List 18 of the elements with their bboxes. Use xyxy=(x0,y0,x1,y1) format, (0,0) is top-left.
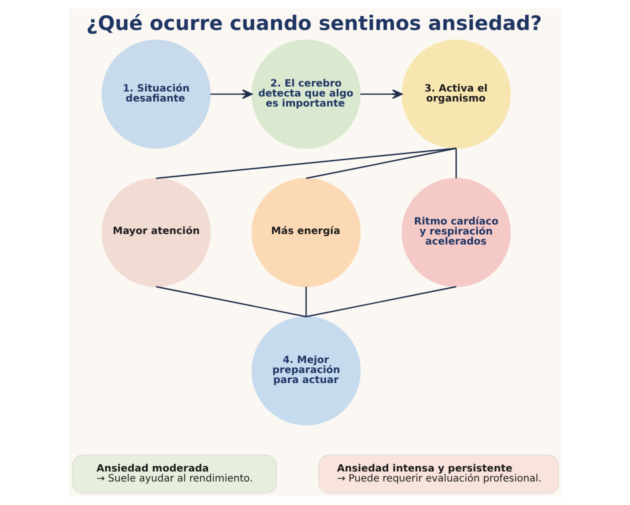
diagram-title: ¿Qué ocurre cuando sentimos ansiedad? xyxy=(86,11,542,36)
connector xyxy=(454,148,456,178)
node-box: Ansiedad intensa y persistente → Puede requerir evaluación profesional. xyxy=(318,454,559,494)
node-circle: Ritmo cardíaco y respiración acelerados xyxy=(401,178,510,288)
node-circle: 4. Mejor preparación para actuar xyxy=(251,316,360,426)
node-circle: Mayor atención xyxy=(101,178,210,288)
connector xyxy=(304,286,306,317)
connector xyxy=(155,286,306,318)
node-circle: 1. Situación desafiante xyxy=(101,40,210,149)
connector xyxy=(156,148,456,179)
arrow xyxy=(360,89,402,99)
arrow xyxy=(210,89,252,99)
connector xyxy=(306,148,456,179)
node-box: Ansiedad moderada → Suele ayudar al rendimiento. xyxy=(71,454,276,494)
node-circle: 2. El cerebro detecta que algo es importante xyxy=(251,40,360,149)
connector xyxy=(306,286,456,318)
node-circle: Más energía xyxy=(251,178,360,288)
node-circle: 3. Activa el organismo xyxy=(401,40,510,149)
